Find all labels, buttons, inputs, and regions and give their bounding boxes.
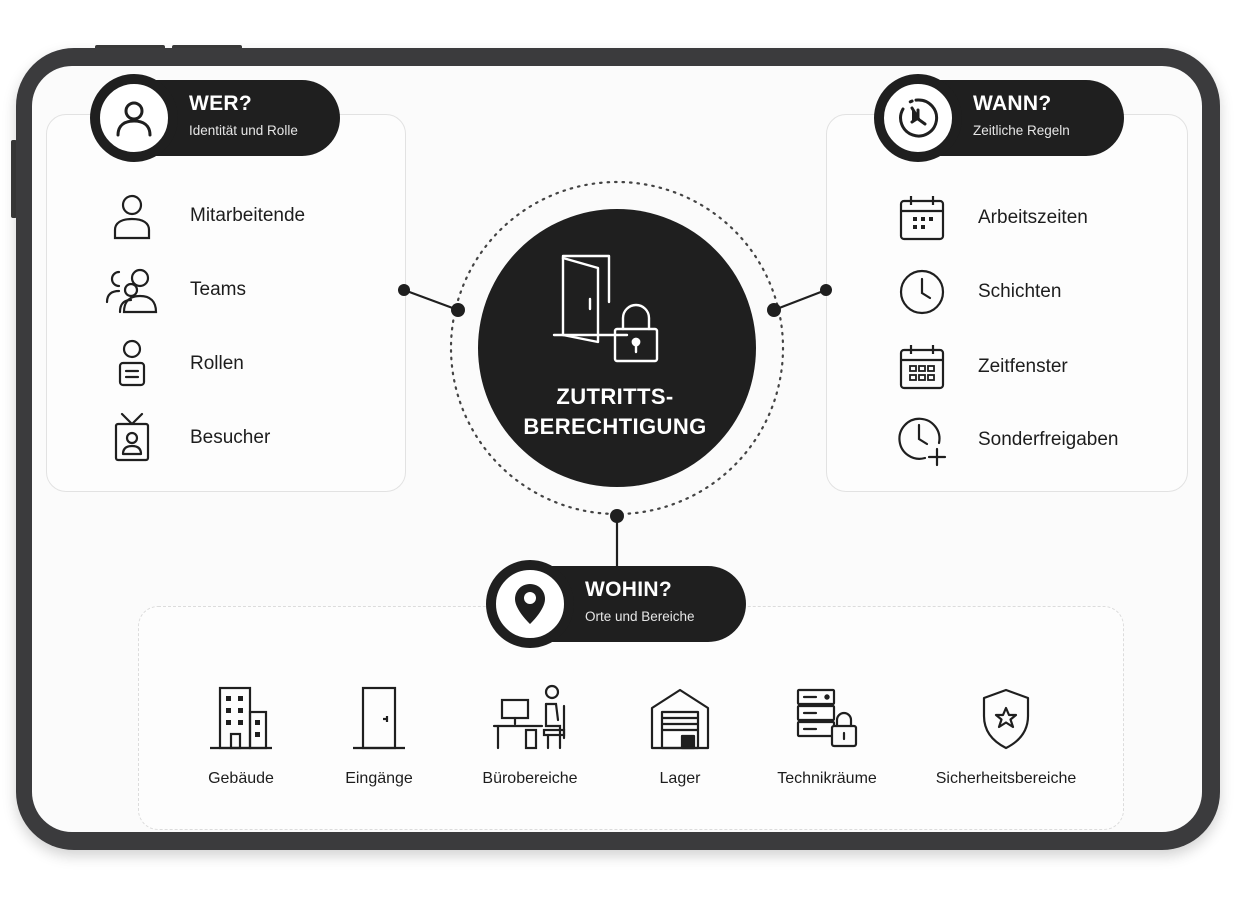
wer-item-teams: Teams xyxy=(104,262,246,318)
wann-item-sonderfreigaben: Sonderfreigaben xyxy=(894,412,1119,468)
wer-header: WER? Identität und Rolle xyxy=(90,74,340,162)
wohin-item-label: Technikräume xyxy=(777,770,877,787)
wohin-item-sicherheitsbereiche: Sicherheitsbereiche xyxy=(931,680,1081,788)
wer-item-label: Besucher xyxy=(190,427,271,448)
wohin-item-lager: Lager xyxy=(605,680,755,788)
wann-item-label: Sonderfreigaben xyxy=(978,429,1119,450)
device-button-top-1 xyxy=(95,45,165,50)
center-circle xyxy=(478,209,756,487)
device-button-top-2 xyxy=(172,45,242,50)
role-badge-icon xyxy=(118,339,146,387)
wer-item-mitarbeitende: Mitarbeitende xyxy=(104,188,305,244)
clock-icon xyxy=(899,98,939,138)
wohin-item-label: Bürobereiche xyxy=(482,770,578,787)
connector-wer-dot-outer xyxy=(398,284,410,296)
connector-diagram xyxy=(398,180,832,566)
device-button-side xyxy=(11,140,17,218)
wer-item-label: Rollen xyxy=(190,353,244,374)
wann-panel xyxy=(826,114,1188,492)
wer-title: WER? xyxy=(189,92,253,115)
wer-item-rollen: Rollen xyxy=(104,336,244,392)
wann-item-arbeitszeiten: Arbeitszeiten xyxy=(894,190,1088,246)
team-icon xyxy=(105,268,158,314)
location-pin-icon xyxy=(515,584,545,624)
connector-wann-dot-inner xyxy=(767,303,781,317)
connector-wann-dot-outer xyxy=(820,284,832,296)
wohin-header: WOHIN? Orte und Bereiche xyxy=(486,560,746,648)
wer-header-icon-circle xyxy=(90,74,178,162)
wann-item-label: Schichten xyxy=(978,281,1062,302)
wer-item-label: Teams xyxy=(190,279,246,300)
wann-item-label: Zeitfenster xyxy=(978,356,1068,377)
wohin-item-technikraeume: Technikräume xyxy=(752,680,902,788)
wann-title: WANN? xyxy=(973,92,1052,115)
wohin-title: WOHIN? xyxy=(585,578,672,601)
connector-wer xyxy=(403,288,459,312)
person-icon xyxy=(116,101,152,137)
server-lock-icon xyxy=(796,688,858,748)
connector-wer-dot-inner xyxy=(451,303,465,317)
wohin-item-eingaenge: Eingänge xyxy=(304,680,454,788)
dotted-ring xyxy=(449,180,785,516)
calendar-icon xyxy=(899,196,945,241)
wann-item-label: Arbeitszeiten xyxy=(978,207,1088,228)
wohin-item-gebaeude: Gebäude xyxy=(166,680,316,788)
wer-item-label: Mitarbeitende xyxy=(190,205,306,226)
wann-item-zeitfenster: Zeitfenster xyxy=(894,339,1068,395)
wohin-item-label: Eingänge xyxy=(345,770,413,787)
center-title-line2: BERECHTIGUNG xyxy=(523,414,707,439)
building-icon xyxy=(210,686,272,750)
door-icon xyxy=(353,686,405,750)
wohin-item-label: Gebäude xyxy=(208,770,274,787)
center-title-line1: ZUTRITTS- xyxy=(556,384,674,409)
visitor-badge-icon xyxy=(114,412,150,462)
office-desk-icon xyxy=(492,684,566,750)
wann-item-schichten: Schichten xyxy=(894,264,1061,320)
wohin-item-buerobereiche: Bürobereiche xyxy=(455,680,605,788)
wann-subtitle: Zeitliche Regeln xyxy=(973,123,1070,138)
person-outline-icon xyxy=(113,194,151,240)
wann-header: WANN? Zeitliche Regeln xyxy=(874,74,1124,162)
tablet-screen xyxy=(32,66,1202,832)
warehouse-icon xyxy=(650,688,710,750)
wer-item-besucher: Besucher xyxy=(104,410,270,466)
wann-header-icon-circle xyxy=(874,74,962,162)
clock-icon xyxy=(899,269,945,315)
door-lock-icon xyxy=(552,254,659,363)
calendar-grid-icon xyxy=(899,345,945,390)
shield-star-icon xyxy=(982,688,1030,750)
wohin-subtitle: Orte und Bereiche xyxy=(585,609,695,624)
wohin-item-label: Lager xyxy=(659,770,701,787)
wohin-header-icon-circle xyxy=(486,560,574,648)
wer-panel xyxy=(46,114,406,492)
clock-plus-icon xyxy=(898,417,947,467)
connector-wohin-dot xyxy=(610,509,624,523)
wohin-panel xyxy=(138,606,1124,830)
wer-subtitle: Identität und Rolle xyxy=(189,123,298,138)
center-title: ZUTRITTS- BERECHTIGUNG xyxy=(490,382,740,442)
connector-wann xyxy=(773,288,827,312)
wohin-item-label: Sicherheitsbereiche xyxy=(935,770,1077,787)
